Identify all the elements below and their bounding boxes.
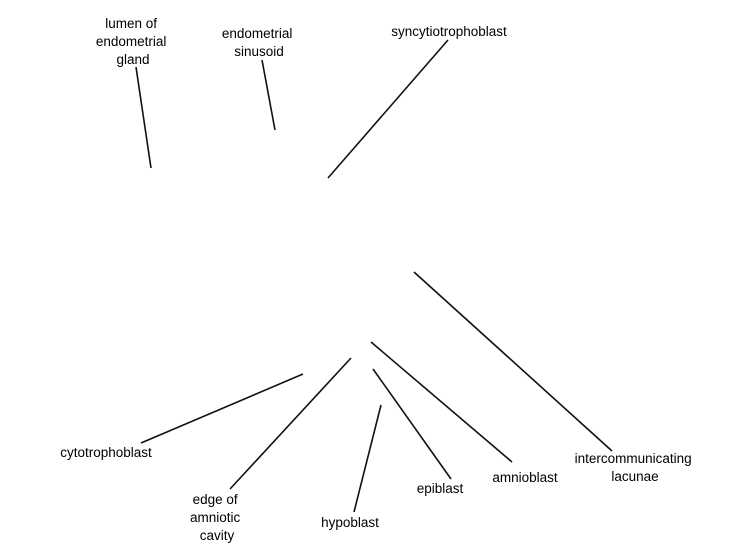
label-cytotrophoblast: cytotrophoblast [60,445,152,460]
label-amnioblast: amnioblast [492,470,558,485]
leader-line-epiblast [372,368,452,480]
label-hypoblast: hypoblast [321,515,379,530]
label-edge-of-amniotic-cavity: edge of amniotic cavity [190,492,244,543]
leader-line-edge-of-amniotic-cavity [229,357,352,490]
label-lumen-of-endometrial-gland: lumen of endometrial gland [96,16,170,67]
leader-line-amnioblast [370,341,513,463]
leader-line-cytotrophoblast [140,373,304,444]
leader-line-endometrial-sinusoid [261,59,276,131]
label-epiblast: epiblast [417,481,464,496]
label-intercommunicating-lacunae: intercommunicating lacunae [575,451,696,484]
leader-line-syncytiotrophoblast [327,39,449,179]
leader-line-hypoblast [353,404,382,513]
leader-line-intercommunicating-lacunae [413,271,613,452]
leader-line-lumen-of-endometrial-gland [135,66,152,169]
label-syncytiotrophoblast: syncytiotrophoblast [391,24,507,39]
label-endometrial-sinusoid: endometrial sinusoid [222,26,296,59]
